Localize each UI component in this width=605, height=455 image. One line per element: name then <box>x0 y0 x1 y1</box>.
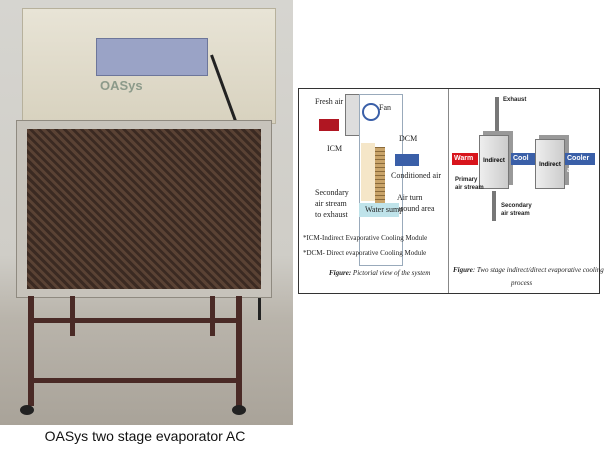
figure-caption: OASys two stage evaporator AC <box>44 428 246 444</box>
right-figure-caption-2: process <box>511 279 533 287</box>
divider <box>448 89 449 293</box>
wheel <box>20 405 34 415</box>
cooling-pad <box>27 129 261 289</box>
cooler-air-arrow: Cooler air <box>565 153 595 174</box>
warm-air-arrow: Warm air <box>452 153 478 174</box>
stand-leg <box>236 296 242 406</box>
indirect-stage-1: Indirect <box>479 135 509 189</box>
icm-module <box>361 143 375 201</box>
label-dcm: DCM <box>399 134 418 143</box>
label-primary: Primary <box>455 177 478 183</box>
label-fan: Fan <box>379 103 391 112</box>
label-icm: ICM <box>327 144 343 153</box>
fresh-air-arrow <box>319 119 339 131</box>
stand-leg <box>28 296 34 406</box>
label-primary: air stream <box>455 185 484 191</box>
stand-leg <box>70 296 75 336</box>
stand-bar <box>28 378 242 383</box>
conditioned-air-arrow <box>395 154 419 166</box>
label-secondary-right: air stream <box>501 211 530 217</box>
cooling-pad-frame <box>16 120 272 298</box>
left-figure-caption: Figure: Pictorial view of the system <box>329 269 431 277</box>
ac-photo: OASys <box>0 0 293 425</box>
intake-box <box>345 94 360 136</box>
label-secondary: air stream <box>315 199 347 208</box>
control-panel <box>96 38 208 76</box>
unit-outline <box>359 94 403 266</box>
indirect-stage-2: Indirect <box>535 139 565 189</box>
label-air-turn: Air turn <box>397 193 423 202</box>
label-exhaust: Exhaust <box>503 97 527 103</box>
stand-bar <box>28 318 242 323</box>
label-fresh-air: Fresh air <box>315 97 344 106</box>
dcm-pad <box>375 147 385 203</box>
cool-air-arrow: Cool air <box>511 153 535 174</box>
oasys-logo: OASys <box>100 78 143 93</box>
note-icm: *ICM-Indirect Evaporative Cooling Module <box>303 234 428 242</box>
label-secondary: to exhaust <box>315 210 348 219</box>
label-secondary: Secondary <box>315 188 349 197</box>
label-air-turn: around area <box>397 204 435 213</box>
label-secondary-right: Secondary <box>501 203 532 209</box>
water-sump: Water sump <box>359 203 403 217</box>
diagram-panel: Fresh air Fan DCM ICM Conditioned air Se… <box>298 88 604 294</box>
label-conditioned-air: Conditioned air <box>391 171 441 180</box>
fan-icon <box>362 103 380 121</box>
wheel <box>232 405 246 415</box>
stand-leg <box>210 296 215 336</box>
secondary-air-arrow <box>492 191 496 221</box>
right-figure-caption: Figure: Two stage indirect/direct evapor… <box>453 266 604 274</box>
note-dcm: *DCM- Direct evaporative Cooling Module <box>303 249 427 257</box>
exhaust-arrow <box>495 97 499 137</box>
